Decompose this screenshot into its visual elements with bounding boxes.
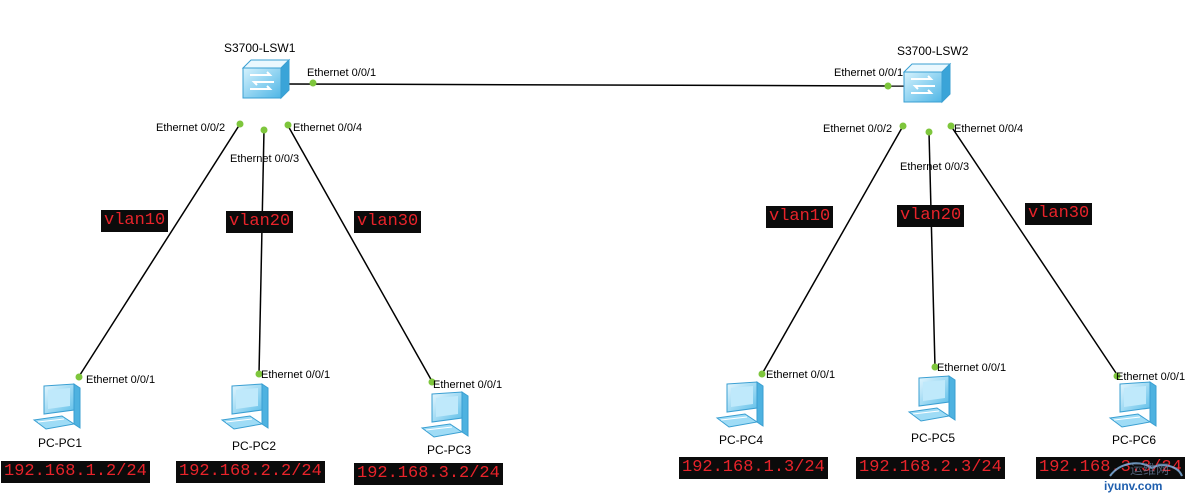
vlan-tag-pc2: vlan20: [226, 211, 294, 233]
lsw2-port-label-pc4: Ethernet 0/0/2: [823, 123, 893, 135]
pc5-icon[interactable]: [908, 375, 956, 422]
lsw2-port-label-pc5: Ethernet 0/0/3: [900, 161, 970, 173]
pc1-icon[interactable]: [33, 383, 81, 430]
port-dot: [758, 370, 766, 378]
pc6-name: PC-PC6: [1112, 433, 1157, 447]
port-dot: [931, 363, 939, 371]
pc2-name: PC-PC2: [232, 439, 277, 453]
pc4-port-label: Ethernet 0/0/1: [766, 369, 836, 381]
lsw1-port-label-pc1: Ethernet 0/0/2: [156, 122, 226, 134]
port-dot: [75, 373, 83, 381]
port-dot: [884, 82, 892, 90]
vlan-tag-pc3: vlan30: [354, 211, 422, 233]
lsw1-trunk-port-label: Ethernet 0/0/1: [307, 67, 377, 79]
port-dot: [925, 128, 933, 136]
ip-tag-pc6: 192.168.3.3/24: [1036, 457, 1185, 479]
ip-tag-pc4: 192.168.1.3/24: [679, 457, 828, 479]
watermark-text: iyunv.com: [1104, 479, 1163, 493]
port-dot: [284, 121, 292, 129]
link-pc3: [286, 123, 434, 384]
vlan-tag-pc4: vlan10: [766, 206, 834, 228]
pc6-port-label: Ethernet 0/0/1: [1116, 371, 1186, 383]
pc5-name: PC-PC5: [911, 431, 956, 445]
ip-tag-pc1: 192.168.1.2/24: [1, 461, 150, 483]
svg-text:运维网: 运维网: [1130, 463, 1169, 478]
lsw2-port-label-pc6: Ethernet 0/0/4: [954, 123, 1024, 135]
link-pc4: [761, 125, 904, 375]
trunk-link: [286, 83, 907, 87]
link-pc5: [928, 131, 936, 368]
links-layer: [77, 83, 1119, 384]
port-dot: [236, 120, 244, 128]
port-dot: [260, 126, 268, 134]
port-dot: [899, 122, 907, 130]
port-dot: [428, 378, 436, 386]
pc4-name: PC-PC4: [719, 433, 764, 447]
lsw2-trunk-port-label: Ethernet 0/0/1: [834, 67, 904, 79]
lsw1-port-label-pc2: Ethernet 0/0/3: [230, 153, 300, 165]
vlan-tag-pc6: vlan30: [1025, 203, 1093, 225]
switch-lsw2-name: S3700-LSW2: [897, 44, 969, 58]
pc5-port-label: Ethernet 0/0/1: [937, 362, 1007, 374]
link-pc1: [77, 123, 241, 379]
port-dots: [75, 79, 1121, 386]
port-dot: [1113, 372, 1121, 380]
link-pc2: [258, 129, 265, 375]
pc3-port-label: Ethernet 0/0/1: [433, 379, 503, 391]
pc4-icon[interactable]: [716, 381, 764, 428]
pc6-icon[interactable]: [1109, 381, 1157, 428]
port-dot: [309, 79, 317, 87]
port-dot: [255, 370, 263, 378]
ip-tag-pc5: 192.168.2.3/24: [856, 457, 1005, 479]
switch-lsw1-icon[interactable]: [242, 59, 290, 99]
vlan-tag-pc1: vlan10: [101, 210, 169, 232]
pc1-port-label: Ethernet 0/0/1: [86, 374, 156, 386]
watermark-logo-icon: 运维网: [1109, 462, 1183, 478]
pc3-name: PC-PC3: [427, 443, 472, 457]
pc2-port-label: Ethernet 0/0/1: [261, 369, 331, 381]
link-pc6: [950, 125, 1119, 377]
vlan-tag-pc5: vlan20: [897, 205, 965, 227]
port-dot: [947, 122, 955, 130]
pc2-icon[interactable]: [221, 383, 269, 430]
pc1-name: PC-PC1: [38, 436, 83, 450]
switch-lsw2-icon[interactable]: [903, 63, 951, 103]
ip-tag-pc3: 192.168.3.2/24: [354, 463, 503, 485]
pc3-icon[interactable]: [421, 391, 469, 438]
switch-lsw1-name: S3700-LSW1: [224, 41, 296, 55]
ip-tag-pc2: 192.168.2.2/24: [176, 461, 325, 483]
lsw1-port-label-pc3: Ethernet 0/0/4: [293, 122, 363, 134]
